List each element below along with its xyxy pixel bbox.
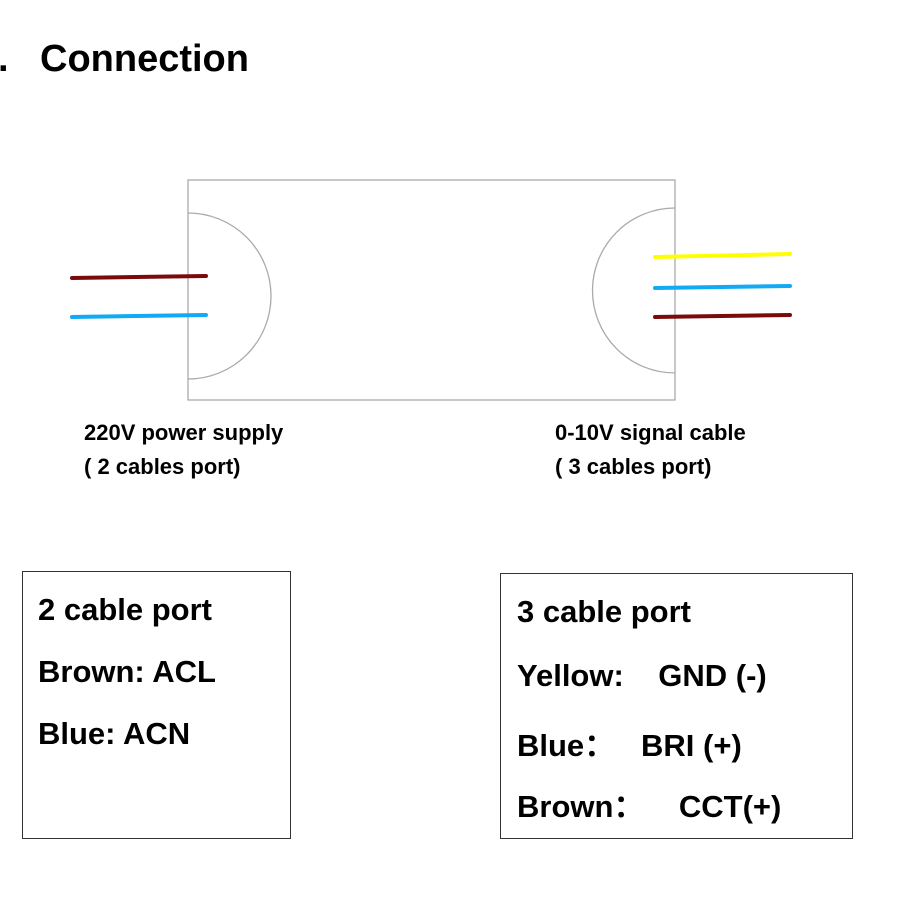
power-port-semicircle xyxy=(187,212,272,380)
power-port-label-line1: 220V power supply xyxy=(84,420,284,445)
signal-port-label-line2: ( 3 cables port) xyxy=(555,454,712,479)
driver-body xyxy=(187,179,676,401)
signal-port-semicircle xyxy=(591,207,676,374)
title-text: Connection xyxy=(40,38,249,80)
power-wire-blue xyxy=(70,313,208,319)
power-port-label: 220V power supply ( 2 cables port) xyxy=(84,416,283,484)
power-port-label-line2: ( 2 cables port) xyxy=(84,454,241,479)
signal-port-label: 0-10V signal cable ( 3 cables port) xyxy=(555,416,746,484)
two-cable-heading: 2 cable port xyxy=(38,592,212,627)
two-cable-legend-box: 2 cable port Brown: ACL Blue: ACN xyxy=(22,571,291,839)
three-cable-row-yellow: Yellow: GND (-) xyxy=(517,658,767,693)
three-cable-row-blue: Blue： BRI (+) xyxy=(517,728,742,763)
title-bullet: . xyxy=(0,38,9,81)
two-cable-row-blue: Blue: ACN xyxy=(38,716,191,751)
two-cable-row-brown: Brown: ACL xyxy=(38,654,216,689)
power-wire-brown xyxy=(70,274,208,280)
three-cable-heading: 3 cable port xyxy=(517,594,691,629)
three-cable-row-brown: Brown： CCT(+) xyxy=(517,789,782,824)
signal-wire-blue xyxy=(653,284,792,290)
signal-wire-brown xyxy=(653,313,792,319)
signal-wire-yellow xyxy=(653,252,792,259)
signal-port-label-line1: 0-10V signal cable xyxy=(555,420,746,445)
three-cable-legend-box: 3 cable port Yellow: GND (-) Blue： BRI (… xyxy=(500,573,853,839)
